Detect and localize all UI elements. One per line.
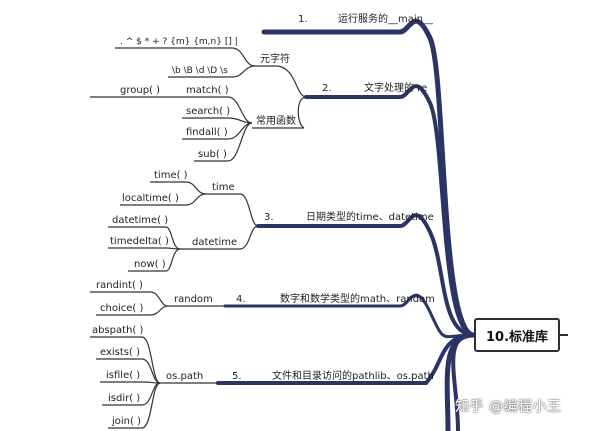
leaf-randint: randint( ) [96,280,143,291]
topic-5-title: 文件和目录访问的pathlib、os.path [272,369,434,382]
leaf-localtime: localtime( ) [122,193,179,204]
sub-datetime: datetime [192,237,237,248]
sub-time: time [212,182,235,193]
main-branch-tail-1 [444,332,475,431]
topic-1-number: 1. [298,14,308,25]
leaf-search: search( ) [186,106,230,117]
leaf-time: time( ) [154,170,188,181]
topic-1-title: 运行服务的__main__ [338,12,434,25]
main-branch-tail-2 [451,333,475,431]
main-branch-2 [304,84,476,337]
leaf-metachars-2: \b \B \d \D \s [172,66,228,76]
leaf-findall: findall( ) [186,127,228,138]
underlines [90,47,304,429]
leaf-exists: exists( ) [100,347,140,358]
leaf-now: now( ) [134,259,166,270]
leaf-isdir: isdir( ) [108,393,140,404]
leaf-timedelta: timedelta( ) [110,236,169,247]
leaf-datetime: datetime( ) [112,215,168,226]
main-branch-3 [256,213,476,337]
sub-os-path: os.path [166,371,203,382]
sub-random: random [174,294,213,305]
leaf-group: group( ) [120,85,160,96]
topic-3-title: 日期类型的time、datetime [306,210,434,223]
leaf-abspath: abspath( ) [92,325,144,336]
root-node: 10.标准库 [474,318,560,352]
topic-2-number: 2. [322,83,332,94]
main-branch-4 [223,293,476,339]
leaf-isfile: isfile( ) [106,370,140,381]
root-label: 10.标准库 [485,329,549,345]
topic-2-title: 文字处理的 re [364,81,427,94]
main-branch-1 [261,18,477,338]
sub-common-functions: 常用函数 [256,114,296,127]
leaf-join: join( ) [111,416,141,427]
leaf-sub: sub( ) [198,149,227,160]
connectors [141,47,307,429]
topic-4-title: 数字和数学类型的math、random [280,292,435,305]
leaf-metachars-1: . ^ $ * + ? {m} {m,n} [] | [120,37,238,47]
main-branches [216,18,568,431]
leaf-choice: choice( ) [100,303,143,314]
topic-5-number: 5. [232,371,242,382]
leaf-match: match( ) [186,85,229,96]
topic-4-number: 4. [236,294,246,305]
watermark: 知乎 @编程小王 [455,399,562,415]
topic-3-number: 3. [264,212,274,223]
sub-metachar: 元字符 [260,52,290,65]
